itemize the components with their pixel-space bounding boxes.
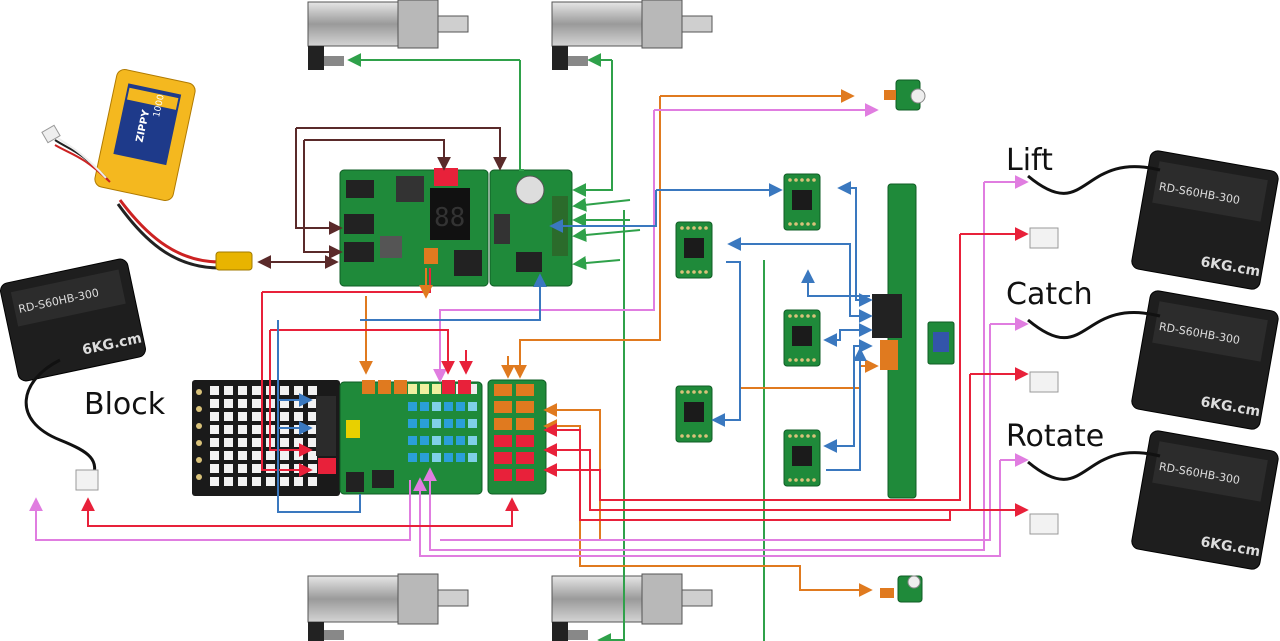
label-catch: Catch [1006, 277, 1093, 312]
battery-capacity: 1000 [152, 93, 167, 118]
motor-top-left [307, 0, 469, 70]
ir-sensor-top [884, 79, 926, 111]
svg-text:88: 88 [434, 203, 465, 233]
label-block: Block [84, 387, 166, 422]
motor-top-right [551, 0, 713, 70]
motor-bottom-left [307, 573, 469, 641]
label-rotate: Rotate [1006, 419, 1105, 454]
power-board: 88 [339, 168, 489, 287]
sensor-boards [675, 173, 821, 487]
battery-pack: ZIPPY 1000 [41, 68, 253, 271]
wire-connections [29, 53, 1029, 641]
regulator-board [489, 169, 573, 287]
servo-group: RD-S60HB-3006KG.cmRD-S60HB-3006KG.cmRD-S… [0, 150, 1279, 570]
io-expander-board [487, 379, 547, 495]
rail-board [872, 183, 917, 499]
small-adapter [927, 321, 955, 365]
led-matrix [192, 380, 340, 496]
motor-bottom-right [551, 573, 713, 641]
main-controller [339, 380, 483, 495]
label-lift: Lift [1006, 143, 1053, 178]
ir-sensor-bottom [880, 575, 923, 603]
